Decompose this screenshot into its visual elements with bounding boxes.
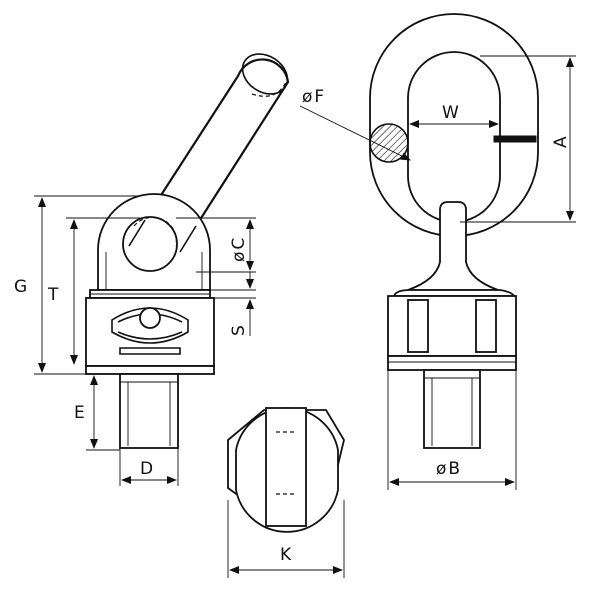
label-W: W — [442, 103, 459, 123]
top-view-hex: K — [227, 407, 345, 578]
thread-shank-right — [423, 369, 481, 449]
ring-band — [493, 135, 537, 143]
label-K: K — [280, 545, 292, 565]
label-S: S — [229, 325, 249, 336]
handle-rod — [144, 53, 290, 227]
dim-S: S — [210, 272, 256, 336]
label-E: E — [74, 403, 85, 423]
thread-shank — [119, 373, 179, 449]
section-hatch — [369, 123, 409, 163]
label-D: D — [140, 459, 153, 479]
nut-base — [85, 365, 215, 375]
label-T: T — [47, 285, 59, 305]
ball-pin — [139, 307, 161, 329]
label-G: G — [14, 277, 27, 297]
dim-G: G — [14, 195, 140, 375]
slot — [265, 407, 307, 527]
eye-hole — [122, 216, 178, 272]
dim-E: E — [74, 373, 120, 451]
dim-T: T — [47, 217, 140, 365]
dim-A: A — [460, 55, 576, 223]
nut-base-right — [387, 355, 517, 371]
side-view-left: G T øC S E — [14, 53, 290, 486]
dim-K: K — [227, 500, 345, 578]
dim-C: øC — [176, 217, 256, 273]
ring-inner — [407, 51, 501, 223]
label-C: øC — [229, 238, 249, 262]
label-A: A — [551, 136, 571, 148]
dim-D: D — [119, 448, 179, 486]
dim-W: W — [409, 103, 499, 128]
